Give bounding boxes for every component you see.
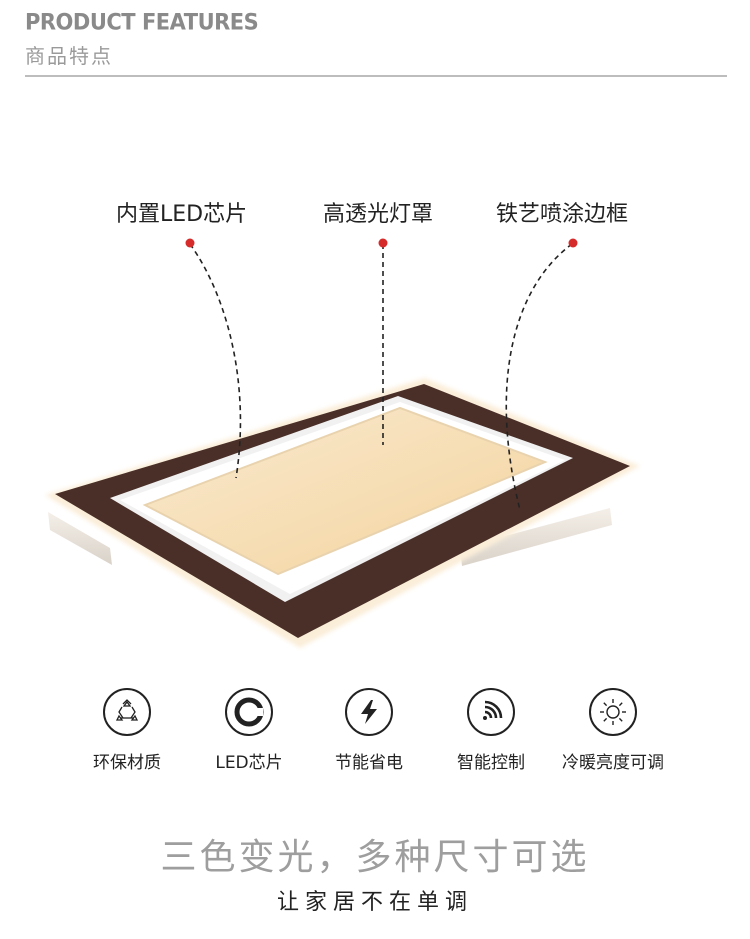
- feature-label-smart: 智能控制: [457, 753, 525, 773]
- marker-dot-led: [185, 238, 195, 248]
- feature-label-eco: 环保材质: [93, 753, 161, 773]
- feature-list: 环保材质 LED芯片 节能省电 智能控制: [0, 688, 750, 778]
- leader-line-frame: [505, 243, 573, 511]
- feature-item-smart: 智能控制: [431, 688, 551, 773]
- wifi-signal-icon: [467, 688, 515, 736]
- sun-icon: [589, 688, 637, 736]
- marker-dot-frame: [568, 238, 578, 248]
- feature-item-led: LED芯片: [189, 688, 309, 773]
- feature-label-dimming: 冷暖亮度可调: [562, 753, 664, 773]
- callout-led-chip: 内置LED芯片: [116, 202, 248, 227]
- c-chip-icon: [225, 688, 273, 736]
- header-title-cn: 商品特点: [25, 44, 113, 68]
- callout-iron-frame: 铁艺喷涂边框: [496, 202, 629, 227]
- feature-item-dimming: 冷暖亮度可调: [553, 688, 673, 773]
- slogan-sub: 让家居不在单调: [276, 890, 473, 915]
- leader-line-led: [189, 243, 242, 479]
- marker-dot-cover: [378, 238, 388, 248]
- lightning-icon: [345, 688, 393, 736]
- header-divider: [25, 75, 727, 77]
- feature-item-eco: 环保材质: [67, 688, 187, 773]
- feature-item-energy: 节能省电: [309, 688, 429, 773]
- leader-lines: [189, 243, 573, 511]
- feature-label-led: LED芯片: [215, 753, 283, 773]
- callout-lamp-cover: 高透光灯罩: [323, 202, 434, 227]
- marker-dots: [185, 238, 578, 248]
- feature-label-energy: 节能省电: [335, 753, 403, 773]
- header-title-en: PRODUCT FEATURES: [25, 9, 259, 35]
- recycle-icon: [103, 688, 151, 736]
- base-blocks: [48, 508, 612, 566]
- light-panel: [142, 406, 548, 576]
- slogan-main: 三色变光，多种尺寸可选: [160, 837, 590, 878]
